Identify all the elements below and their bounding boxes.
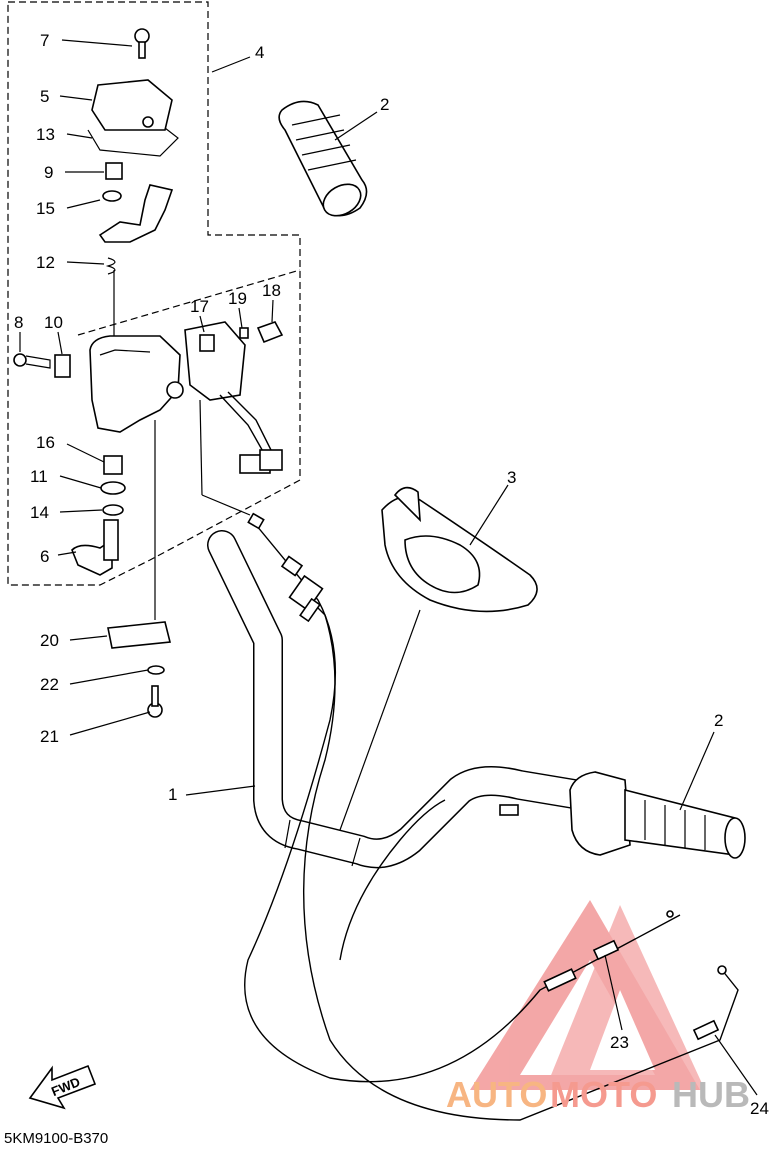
callout-17: 17: [190, 297, 209, 316]
watermark-auto: AUTO: [446, 1074, 547, 1115]
callout-22: 22: [40, 675, 59, 694]
leader-lines: [19, 39, 758, 1096]
callout-2-right: 2: [714, 711, 723, 730]
handlebar: [207, 530, 625, 869]
callout-21: 21: [40, 727, 59, 746]
cable-fittings: [247, 512, 324, 623]
fwd-arrow-icon: FWD: [28, 1064, 97, 1110]
callout-9: 9: [44, 163, 53, 182]
assembly-inner-boundary: [77, 269, 301, 336]
callout-2: 2: [380, 95, 389, 114]
diagram-code: 5KM9100-B370: [4, 1130, 108, 1147]
callout-23: 23: [610, 1033, 629, 1052]
callout-10: 10: [44, 313, 63, 332]
callout-14: 14: [30, 503, 49, 522]
callout-16: 16: [36, 433, 55, 452]
hand-guard: [381, 486, 538, 613]
callout-6: 6: [40, 547, 49, 566]
callout-20: 20: [40, 631, 59, 650]
callout-13: 13: [36, 125, 55, 144]
callout-7: 7: [40, 31, 49, 50]
callout-18: 18: [262, 281, 281, 300]
callout-12: 12: [36, 253, 55, 272]
callout-8: 8: [14, 313, 23, 332]
callout-1: 1: [168, 785, 177, 804]
callout-labels: 1 2 2 3 4 5 6 7 8 9 10 11 12 13 14 15 16…: [14, 31, 769, 1118]
watermark-text: AUTO MOTO HUB: [446, 1074, 750, 1115]
cables: [244, 519, 739, 1121]
callout-11: 11: [30, 467, 48, 486]
watermark-moto: MOTO: [550, 1074, 657, 1115]
assembly-boundary: [7, 1, 301, 586]
callout-3: 3: [507, 468, 516, 487]
callout-19: 19: [228, 289, 247, 308]
callout-24: 24: [750, 1099, 769, 1118]
grip-right: [569, 771, 746, 859]
switch-assembly: [13, 28, 284, 718]
grip-top: [278, 100, 368, 217]
callout-15: 15: [36, 199, 55, 218]
callout-4: 4: [255, 43, 264, 62]
callout-5: 5: [40, 87, 49, 106]
watermark-logo-icon: [470, 900, 705, 1090]
watermark-hub: HUB: [672, 1074, 750, 1115]
